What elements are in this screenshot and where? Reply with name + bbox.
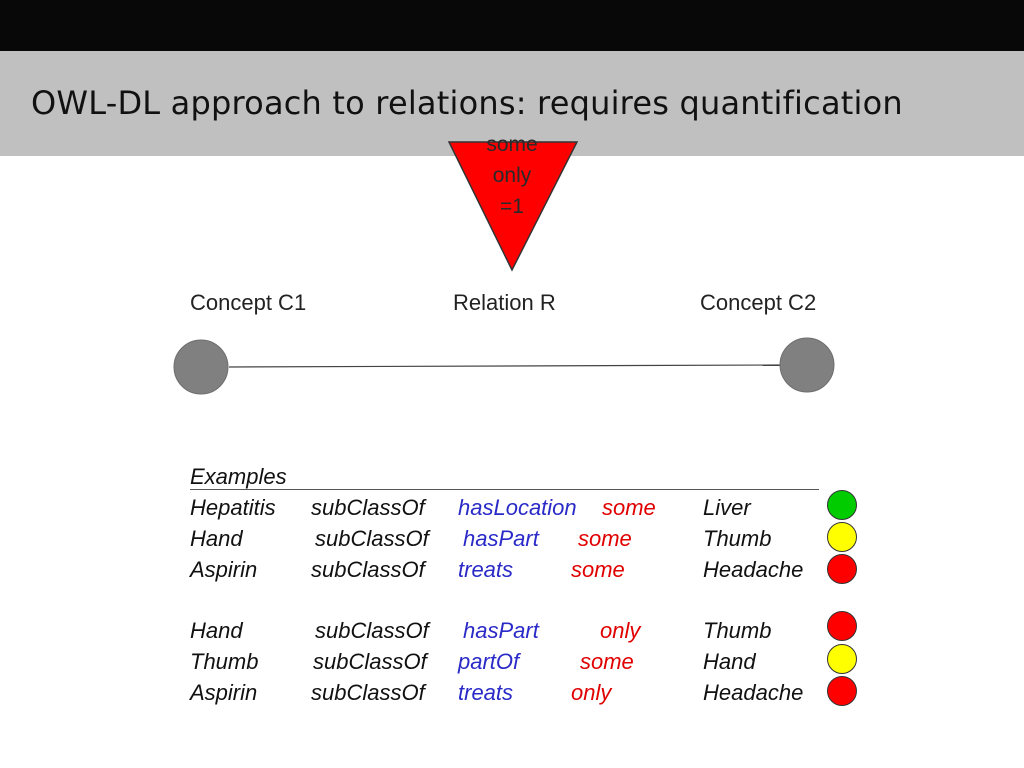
concept-c2-label: Concept C2 (700, 290, 817, 315)
example-predicate: subClassOf (315, 618, 429, 643)
example-relation: treats (458, 680, 514, 705)
example-object: Liver (703, 495, 751, 520)
example-subject: Hepatitis (190, 495, 276, 520)
example-predicate: subClassOf (311, 495, 425, 520)
example-subject: Aspirin (190, 557, 258, 582)
example-predicate: subClassOf (311, 680, 425, 705)
example-object: Headache (703, 557, 804, 582)
example-relation: treats (458, 557, 514, 582)
example-object: Thumb (703, 618, 772, 643)
example-quantifier: some (602, 495, 656, 520)
status-red-dot (827, 554, 857, 584)
example-predicate: subClassOf (313, 649, 427, 674)
example-object: Thumb (703, 526, 772, 551)
example-object: Headache (703, 680, 804, 705)
examples-heading: Examples (190, 464, 287, 489)
example-quantifier: some (578, 526, 632, 551)
example-relation: hasPart (463, 526, 539, 551)
status-red-dot (827, 611, 857, 641)
status-green-dot (827, 490, 857, 520)
example-subject: Aspirin (190, 680, 258, 705)
example-relation: hasPart (463, 618, 539, 643)
example-predicate: subClassOf (311, 557, 425, 582)
top-bar (0, 0, 1024, 51)
example-quantifier: some (580, 649, 634, 674)
concept-c1-label: Concept C1 (190, 290, 307, 315)
quantifier-some: some (486, 133, 538, 156)
example-relation: partOf (458, 649, 520, 674)
status-yellow-dot (827, 644, 857, 674)
quantifier-triangle (447, 141, 579, 272)
concept-c1-node (173, 339, 229, 395)
example-quantifier: only (571, 680, 612, 705)
relation-line (228, 364, 781, 368)
example-subject: Hand (190, 618, 243, 643)
example-subject: Thumb (190, 649, 259, 674)
title-band (0, 51, 1024, 156)
slide-title: OWL-DL approach to relations: requires q… (31, 84, 903, 122)
example-predicate: subClassOf (315, 526, 429, 551)
quantifier-only: only (492, 164, 532, 187)
example-object: Hand (703, 649, 756, 674)
example-quantifier: only (600, 618, 641, 643)
status-red-dot (827, 676, 857, 706)
quantifier-exactly-one: =1 (500, 195, 524, 218)
status-yellow-dot (827, 522, 857, 552)
example-subject: Hand (190, 526, 243, 551)
examples-underline (190, 489, 819, 490)
example-relation: hasLocation (458, 495, 577, 520)
example-quantifier: some (571, 557, 625, 582)
concept-c2-node (779, 337, 835, 393)
relation-r-label: Relation R (453, 290, 556, 315)
